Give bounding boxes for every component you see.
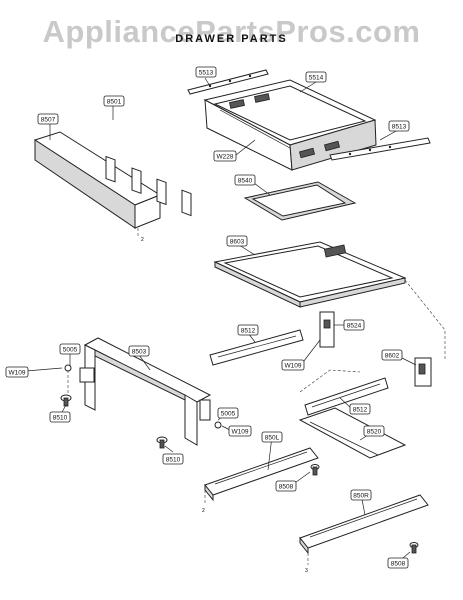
svg-text:8540: 8540 (238, 178, 253, 185)
callout-label: 5005 (217, 407, 239, 419)
svg-text:8512: 8512 (353, 407, 368, 414)
rail-bracket-part (319, 311, 335, 348)
callout-label: 8512 (349, 403, 371, 415)
callout-label: 8524 (343, 319, 365, 331)
callout-label: 8602 (381, 349, 403, 361)
callout-label: W109 (281, 359, 305, 371)
callout-label: 8513 (388, 120, 410, 132)
svg-text:8524: 8524 (347, 323, 362, 330)
callout-label: 850L (261, 431, 283, 443)
drawer-trim-side-part (329, 137, 431, 161)
svg-text:5514: 5514 (309, 75, 324, 82)
drawer-trim-top-part (187, 69, 269, 95)
svg-text:850L: 850L (265, 435, 280, 442)
svg-text:8508: 8508 (391, 561, 406, 568)
svg-text:2: 2 (202, 508, 205, 514)
svg-text:8603: 8603 (230, 239, 245, 246)
svg-text:W109: W109 (285, 363, 302, 370)
svg-text:8513: 8513 (392, 124, 407, 131)
svg-text:8510: 8510 (53, 415, 68, 422)
callout-label: 850R (350, 489, 372, 501)
callout-label: W228 (213, 150, 237, 162)
callout-label: 8507 (37, 113, 59, 125)
svg-text:2: 2 (141, 237, 144, 243)
svg-text:W228: W228 (217, 154, 234, 161)
slide-rail-upper-part (209, 329, 304, 366)
callout-label: 8520 (363, 425, 385, 437)
svg-text:8507: 8507 (41, 117, 56, 124)
front-bracket-part (105, 155, 192, 217)
callout-label: 8508 (387, 557, 409, 569)
screw-part (60, 364, 222, 449)
callout-label: W109 (228, 425, 252, 437)
callout-label: 8508 (275, 480, 297, 492)
diagram-title: DRAWER PARTS (175, 33, 288, 45)
drawer-frame-part (79, 337, 212, 446)
drawer-box-part (203, 79, 377, 171)
svg-text:W109: W109 (232, 429, 249, 436)
callout-label: 8510 (162, 453, 184, 465)
drawer-bottom-part (213, 241, 407, 308)
callout-label: 8510 (49, 411, 71, 423)
callout-label: 5514 (305, 71, 327, 83)
svg-text:850R: 850R (353, 493, 369, 500)
svg-text:W109: W109 (9, 370, 26, 377)
svg-text:5513: 5513 (199, 70, 214, 77)
callout-label: 8503 (128, 345, 150, 357)
svg-text:8503: 8503 (132, 349, 147, 356)
callout-label: 8512 (237, 324, 259, 336)
svg-text:8501: 8501 (107, 99, 122, 106)
svg-text:8508: 8508 (279, 484, 294, 491)
slide-rail-lower-part (304, 377, 389, 416)
drawer-front-panel-part (33, 131, 162, 229)
svg-text:8512: 8512 (241, 328, 256, 335)
rail-right-part (299, 494, 429, 549)
svg-text:3: 3 (305, 568, 308, 574)
svg-text:8520: 8520 (367, 429, 382, 436)
callout-label: 8501 (103, 95, 125, 107)
callout-label: W109 (5, 366, 29, 378)
rail-left-part (204, 447, 319, 496)
svg-text:8602: 8602 (385, 353, 400, 360)
cross-support-part (298, 407, 407, 459)
svg-text:5005: 5005 (221, 411, 236, 418)
callout-label: 8603 (226, 235, 248, 247)
callout-label: 5005 (59, 343, 81, 355)
svg-text:5005: 5005 (63, 347, 78, 354)
callout-label: 8540 (234, 174, 256, 186)
svg-text:8510: 8510 (166, 457, 181, 464)
watermark: AppliancePartsPros.com (42, 14, 421, 49)
callout-label: 5513 (195, 66, 217, 78)
